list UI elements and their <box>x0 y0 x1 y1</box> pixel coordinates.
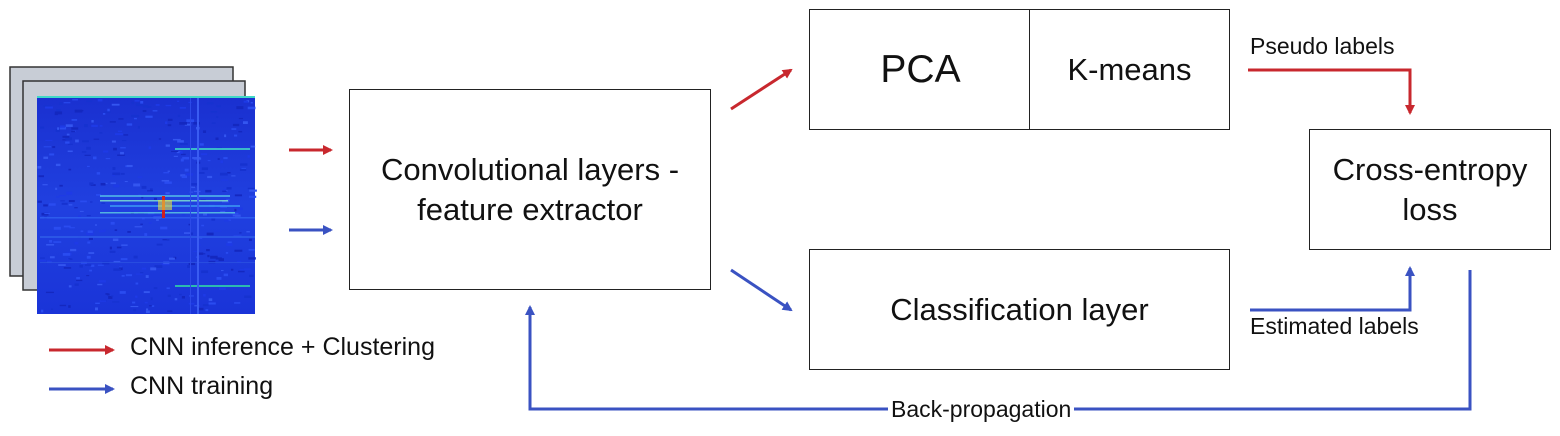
spectrogram-image <box>37 96 257 314</box>
feature-extractor-label: Convolutional layers - feature extractor <box>380 151 680 227</box>
classification-box: Classification layer <box>809 249 1230 370</box>
estimated-labels-text: Estimated labels <box>1250 313 1419 339</box>
estimated-labels-arrow <box>1250 266 1415 312</box>
backprop-text: Back-propagation <box>888 396 1075 423</box>
arrow-to-classification <box>730 268 793 312</box>
cross-entropy-label: Cross-entropy loss <box>1332 151 1528 227</box>
feature-extractor-box: Convolutional layers - feature extractor <box>349 89 711 290</box>
kmeans-box: K-means <box>1029 9 1230 130</box>
legend-red-text: CNN inference + Clustering <box>130 333 435 361</box>
cross-entropy-box: Cross-entropy loss <box>1309 129 1551 250</box>
spectrogram-stack <box>9 66 257 314</box>
classification-label: Classification layer <box>890 291 1149 327</box>
legend-blue-text: CNN training <box>130 372 274 400</box>
kmeans-label: K-means <box>1067 51 1192 87</box>
pseudo-labels-text: Pseudo labels <box>1250 33 1395 59</box>
arrow-to-pca <box>730 68 793 111</box>
pca-box: PCA <box>809 9 1031 130</box>
pseudo-labels-arrow <box>1248 68 1415 115</box>
pca-label: PCA <box>880 47 961 91</box>
